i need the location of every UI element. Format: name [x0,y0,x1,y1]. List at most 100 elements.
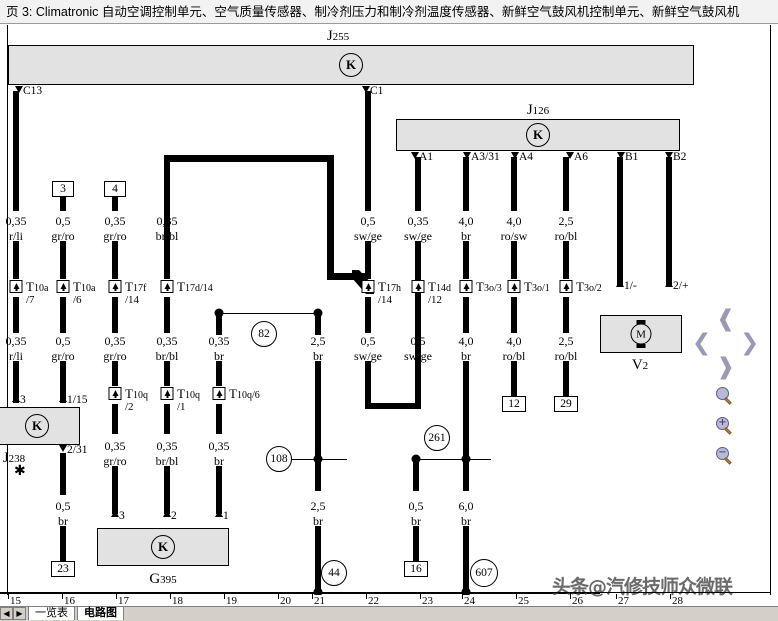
sheet-tabs[interactable]: ◀ ▶ 一览表 电路图 [0,605,124,620]
module-J126[interactable]: K [396,119,680,151]
connector-ext-T17h-14: /14 [378,294,393,306]
wire-segment [60,526,66,561]
sheet-tab-bar [0,606,778,621]
connector-label-T17f: T17f [125,279,147,294]
pin-arrow-C13 [15,86,23,93]
connector-T3o-1[interactable] [507,280,521,293]
tab-nav-next-button[interactable]: ▶ [13,607,26,620]
wiring-diagram-canvas[interactable]: J255 K C13 C1 J126 K A1 A3/31 A4 A6 B1 B… [0,25,778,595]
wire-size-label: 2,5 [558,214,574,228]
connector-T10q-2[interactable] [108,387,122,400]
sheet-border-left [7,25,8,595]
pin-label-A1: A1 [419,151,434,163]
page-title-bar: 页 3: Climatronic 自动空调控制单元、空气质量传感器、制冷剂压力和… [0,0,778,24]
wire-segment [463,157,469,211]
pin-label-A3-31: A3/31 [471,151,500,163]
connector-ext-T10q-2: /2 [125,401,134,413]
wire-color-label: gr/ro [51,349,75,363]
pin-arrow-G395-2 [163,510,171,517]
chevron-up-icon[interactable]: ❰ [716,306,736,332]
connector-T10q-1[interactable] [160,387,174,400]
wire-size-label: 4,0 [506,214,522,228]
wire-segment [60,361,66,403]
wire-size-label: 0,35 [5,214,27,228]
wire-color-label: gr/ro [103,454,127,468]
wire-size-label: 4,0 [506,334,522,348]
ground-bus-dot [461,587,471,595]
splice-circle-44[interactable]: 44 [321,560,347,586]
module-V2[interactable]: M [600,315,682,353]
module-G395[interactable]: K [97,528,229,566]
wire-segment [511,157,517,211]
ground-bus-dot [313,587,323,595]
wire-segment [60,241,66,279]
module-J255[interactable]: K [8,45,694,85]
terminal-box-23[interactable]: 23 [51,561,75,577]
wire-color-label: br [461,514,471,528]
connector-T10a-6[interactable] [56,280,70,293]
tab-wiring-diagram[interactable]: 电路图 [77,606,124,620]
splice-circle-108[interactable]: 108 [266,446,292,472]
pin-label-J238-1-15: 1/15 [67,394,88,406]
wire-color-label: br [313,349,323,363]
zoom-in-icon[interactable]: + [716,417,736,437]
magnifier-handle [723,457,732,465]
wire-color-label: br/bl [155,454,179,468]
chevron-down-icon[interactable]: ❱ [716,354,736,380]
chevron-right-icon[interactable]: ❯ [740,330,760,356]
connector-T10a-7[interactable] [9,280,23,293]
connector-T3o-3[interactable] [459,280,473,293]
pin-label-B2: B2 [673,151,687,163]
pin-label-G395-2: 2 [171,510,177,522]
wire-segment [463,361,469,491]
splice-circle-607[interactable]: 607 [470,559,498,587]
ruler-number: 26 [572,595,583,607]
wire-color-label: gr/ro [51,229,75,243]
terminal-box-12[interactable]: 12 [502,396,526,412]
wire-routing-horizontal-top [164,155,334,162]
wire-segment [164,466,170,514]
wire-color-label: ro/bl [554,229,578,243]
pin-arrow-A3-31 [463,152,471,159]
pin-arrow-J238-2-31 [59,445,67,452]
ruler-tick [570,594,571,599]
module-label-J238: J238 [2,450,26,466]
wire-size-label: 0,35 [5,334,27,348]
wire-segment [112,466,118,514]
ruler-number: 22 [368,595,379,607]
connector-T17d-14[interactable] [160,280,174,293]
splice-circle-261[interactable]: 261 [424,425,450,451]
wire-segment [617,157,623,285]
wire-segment [463,297,469,333]
pin-label-V2-1: 1/- [624,280,637,292]
connector-T10q-6[interactable] [212,387,226,400]
connector-T3o-2[interactable] [559,280,573,293]
wire-size-label: 0,35 [104,214,126,228]
connector-T17h-14[interactable] [361,280,375,293]
tab-nav-prev-button[interactable]: ◀ [0,607,13,620]
ruler-tick [312,594,313,599]
connector-T14d-12[interactable] [411,280,425,293]
ground-bus-line [0,592,600,594]
zoom-out-icon[interactable]: − [716,447,736,467]
pan-magnifier-icon[interactable] [716,387,736,407]
pin-arrow-B2 [665,152,673,159]
connector-label-T17d-14: T17d/14 [177,279,213,294]
connector-T17f-14[interactable] [108,280,122,293]
module-J238[interactable]: K [0,407,80,445]
ruler: 15 16 17 18 19 20 21 22 23 24 25 26 27 2… [0,594,778,608]
ruler-tick [116,594,117,599]
wire-color-label: gr/ro [103,229,127,243]
terminal-box-29[interactable]: 29 [554,396,578,412]
ruler-baseline [7,592,770,593]
splice-circle-82[interactable]: 82 [251,321,277,347]
terminal-box-3[interactable]: 3 [52,181,74,197]
chevron-left-icon[interactable]: ❮ [692,330,712,356]
wire-color-label: br [214,349,224,363]
terminal-box-16[interactable]: 16 [404,561,428,577]
wire-routing-jog-horizontal [327,273,366,280]
module-label-V2: V2 [631,357,649,373]
tab-overview[interactable]: 一览表 [28,606,75,620]
terminal-box-4[interactable]: 4 [104,181,126,197]
ruler-number: 23 [422,595,433,607]
